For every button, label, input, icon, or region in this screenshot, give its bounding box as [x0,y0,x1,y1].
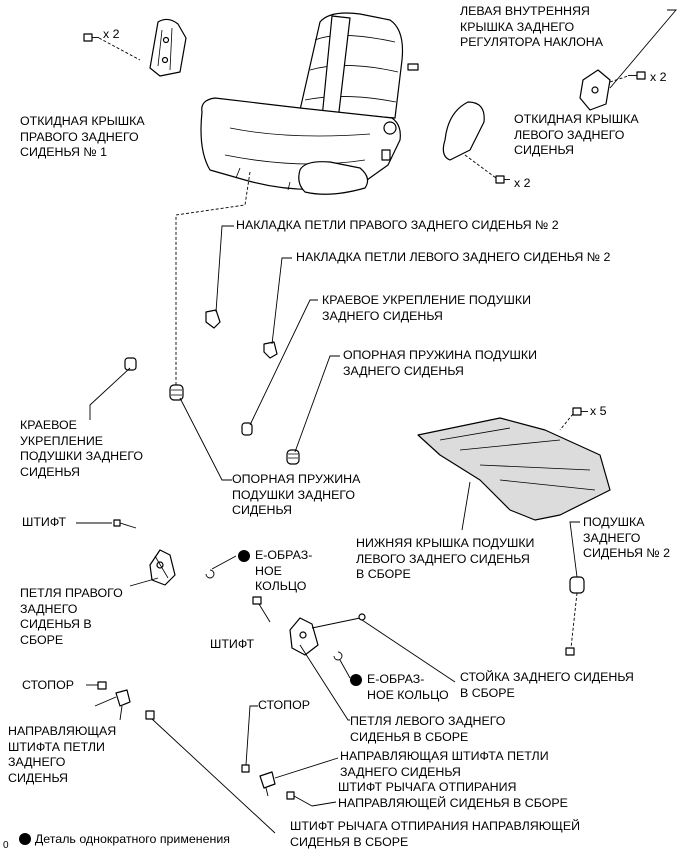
single-use-dot-icon [18,832,31,845]
lever-pin-short [286,791,313,807]
lever-pin-long [145,710,276,834]
label-seat-leg: СТОЙКА ЗАДНЕГО СИДЕНЬЯ В СБОРЕ [460,670,634,700]
label-e-ring-1: Е-ОБРАЗ- НОЕ КОЛЬЦО [238,548,312,595]
bolt-qty-left-cover: x 2 [514,176,531,190]
bolt-icon [495,175,510,184]
cushion-2 [565,576,585,656]
support-spring-left [169,384,184,401]
single-use-dot-icon [238,550,250,562]
right-seat-hinge-cover-1 [149,18,187,77]
label-pin-1: ШТИФТ [22,515,67,529]
e-ring [205,569,215,579]
label-left-hinge-assy: ПЕТЛЯ ЛЕВОГО ЗАДНЕГО СИДЕНЬЯ В СБОРЕ [350,714,506,744]
label-support-spring-left: ОПОРНАЯ ПРУЖИНА ПОДУШКИ ЗАДНЕГО СИДЕНЬЯ [232,472,361,517]
bolt-qty-left-inner: x 2 [650,70,667,84]
label-lever-pin-2: ШТИФТ РЫЧАГА ОТПИРАНИЯ НАПРАВЛЯЮЩЕЙ СИДЕ… [290,819,581,849]
label-e-ring-2: Е-ОБРАЗ- НОЕ КОЛЬЦО [350,672,449,719]
pin [113,519,137,529]
label-lower-cover: НИЖНЯЯ КРЫШКА ПОДУШКИ ЛЕВОГО ЗАДНЕГО СИД… [356,536,535,581]
label-pin-2: ШТИФТ [210,637,255,651]
right-hinge-assembly [149,549,176,586]
right-hinge-trim-2 [205,309,221,329]
label-right-hinge-assy: ПЕТЛЯ ПРАВОГО ЗАДНЕГО СИДЕНЬЯ В СБОРЕ [20,586,123,647]
support-spring-right [286,449,300,465]
left-inner-recliner-cover [579,69,611,111]
label-support-spring-right: ОПОРНАЯ ПРУЖИНА ПОДУШКИ ЗАДНЕГО СИДЕНЬЯ [343,348,537,378]
e-ring [333,651,343,661]
label-left-inner-cover: ЛЕВАЯ ВНУТРЕННЯЯ КРЫШКА ЗАДНЕГО РЕГУЛЯТО… [460,4,603,49]
bolt-icon [572,407,588,416]
figure-code: 0 [3,840,9,851]
left-seat-hinge-cover [442,101,485,161]
left-hinge-assembly [289,613,366,656]
stopper [241,764,250,773]
left-hinge-trim-2 [263,341,278,359]
pin [252,596,271,623]
label-edge-reinforcement-right: КРАЕВОЕ УКРЕПЛЕНИЕ ПОДУШКИ ЗАДНЕГО СИДЕН… [322,293,532,323]
label-edge-reinforcement-left: КРАЕВОЕ УКРЕПЛЕНИЕ ПОДУШКИ ЗАДНЕГО СИДЕН… [20,418,144,479]
label-stopper-1: СТОПОР [22,678,74,692]
guide-pin [115,689,131,721]
label-cushion-2: ПОДУШКА ЗАДНЕГО СИДЕНЬЯ № 2 [583,515,671,560]
label-lever-pin-1: ШТИФТ РЫЧАГА ОТПИРАНИЯ НАПРАВЛЯЮЩЕЙ СИДЕ… [338,780,568,810]
stopper [97,681,107,690]
lower-cushion-cover [417,417,611,521]
bolt-qty-lower-cover: x 5 [590,404,607,418]
rear-seat-assembly [200,12,419,195]
label-guide-pin-left: НАПРАВЛЯЮЩАЯ ШТИФТА ПЕТЛИ ЗАДНЕГО СИДЕНЬ… [8,724,117,785]
label-stopper-2: СТОПОР [258,698,310,712]
guide-pin [259,771,276,797]
edge-reinforcement-left [124,357,137,371]
edge-reinforcement-right [241,422,253,436]
label-right-seat-cover: ОТКИДНАЯ КРЫШКА ПРАВОГО ЗАДНЕГО СИДЕНЬЯ … [20,114,145,159]
bolt-icon [628,71,646,80]
single-use-dot-icon [350,674,362,686]
legend: Деталь однократного применения [12,816,230,847]
label-left-hinge-trim: НАКЛАДКА ПЕТЛИ ЛЕВОГО ЗАДНЕГО СИДЕНЬЯ № … [296,250,611,264]
label-guide-pin-right: НАПРАВЛЯЮЩАЯ ШТИФТА ПЕТЛИ ЗАДНЕГО СИДЕНЬ… [340,749,549,779]
bolt-qty-right-cover: x 2 [103,27,120,41]
label-right-hinge-trim: НАКЛАДКА ПЕТЛИ ПРАВОГО ЗАДНЕГО СИДЕНЬЯ №… [236,218,559,232]
label-left-seat-cover: ОТКИДНАЯ КРЫШКА ЛЕВОГО ЗАДНЕГО СИДЕНЬЯ [514,112,639,157]
bolt-icon [83,33,99,42]
